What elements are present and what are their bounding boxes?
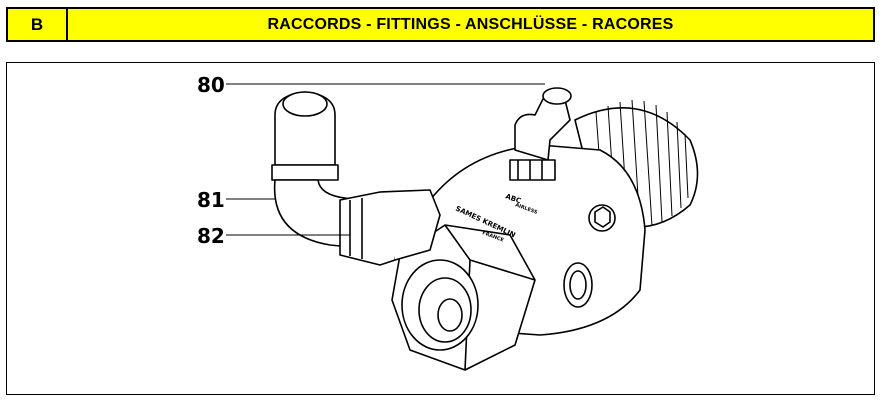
callout-81: 81 <box>197 188 225 212</box>
callout-82: 82 <box>197 224 225 248</box>
callout-80: 80 <box>197 73 225 97</box>
section-letter: B <box>8 9 68 40</box>
elbow-fitting-80 <box>509 87 572 181</box>
union-nut-82 <box>339 189 441 266</box>
section-title: RACCORDS - FITTINGS - ANSCHLÜSSE - RACOR… <box>267 15 674 33</box>
section-header: B RACCORDS - FITTINGS - ANSCHLÜSSE - RAC… <box>6 7 875 42</box>
